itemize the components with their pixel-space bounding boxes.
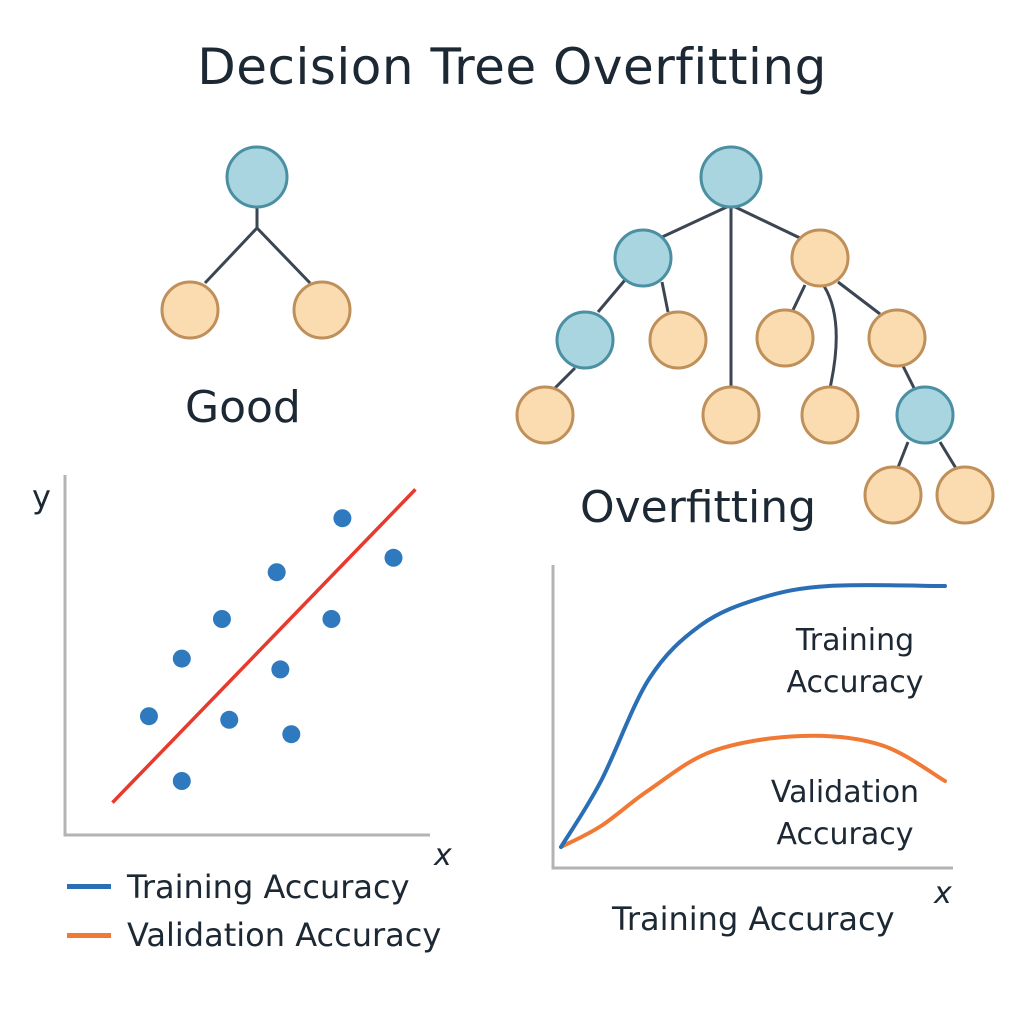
- data-point: [282, 725, 301, 744]
- tree-edge: [660, 281, 670, 313]
- validation-label-line1: Validation: [770, 775, 920, 810]
- leaf-node: [160, 280, 220, 340]
- data-point: [267, 563, 286, 582]
- data-point: [212, 610, 231, 628]
- curves-x-axis-label: x: [934, 876, 952, 911]
- tree-edge: [203, 205, 259, 285]
- leaf-node: [935, 465, 995, 525]
- tree-edge: [255, 226, 312, 285]
- data-point: [220, 710, 239, 729]
- tree-edge: [791, 284, 807, 311]
- internal-node: [613, 228, 673, 288]
- training-label-line2: Accuracy: [786, 665, 924, 700]
- data-point: [333, 509, 352, 528]
- tree-edge: [837, 280, 881, 316]
- curves-axes: [551, 565, 953, 870]
- accuracy-curves-plot: [551, 565, 953, 870]
- internal-node: [555, 310, 615, 370]
- data-point: [172, 649, 191, 668]
- leaf-node: [292, 280, 352, 340]
- scatter-plot: [63, 475, 430, 837]
- tree-edge: [596, 279, 627, 313]
- leaf-node: [515, 385, 575, 445]
- data-point: [172, 772, 191, 790]
- validation-label-line2: Accuracy: [776, 817, 914, 852]
- fit-line: [111, 488, 417, 804]
- legend-validation-label: Validation Accuracy: [127, 916, 442, 954]
- leaf-node: [701, 385, 761, 445]
- leaf-node: [863, 465, 923, 525]
- trees: [160, 145, 995, 525]
- data-point: [322, 610, 341, 628]
- training-label-line1: Training: [795, 623, 915, 658]
- legend-training-label: Training Accuracy: [127, 868, 410, 906]
- tree-edge: [895, 441, 910, 471]
- training-accuracy-curve-label: Training Accuracy: [770, 620, 940, 704]
- validation-accuracy-curve: [559, 733, 947, 849]
- curves-bottom-label: Training Accuracy: [612, 900, 895, 938]
- scatter-x-axis-label: x: [434, 838, 452, 873]
- internal-node: [895, 385, 955, 445]
- leaf-node: [867, 308, 927, 368]
- page-title: Decision Tree Overfitting: [197, 38, 827, 96]
- leaf-node: [800, 385, 860, 445]
- data-point: [384, 548, 403, 567]
- internal-node: [699, 145, 763, 209]
- tree-edge: [901, 365, 917, 391]
- scatter-axes: [63, 475, 430, 837]
- leaf-node: [790, 228, 850, 288]
- scatter-y-axis-label: y: [32, 478, 51, 516]
- legend-training-swatch: [67, 884, 111, 889]
- data-point: [271, 660, 290, 679]
- internal-node: [225, 145, 289, 209]
- tree-edge: [822, 285, 838, 389]
- tree-edge: [659, 203, 732, 240]
- data-point: [139, 707, 158, 726]
- training-accuracy-curve: [559, 583, 947, 849]
- tree-edge: [553, 366, 577, 390]
- tree-edge: [730, 203, 801, 240]
- good-tree-label: Good: [185, 382, 301, 433]
- leaf-node: [755, 308, 815, 368]
- tree-edge: [938, 441, 959, 471]
- overfitting-tree-label: Overfitting: [580, 482, 817, 533]
- legend-validation-swatch: [67, 933, 111, 938]
- leaf-node: [648, 310, 708, 370]
- validation-accuracy-curve-label: Validation Accuracy: [755, 772, 935, 856]
